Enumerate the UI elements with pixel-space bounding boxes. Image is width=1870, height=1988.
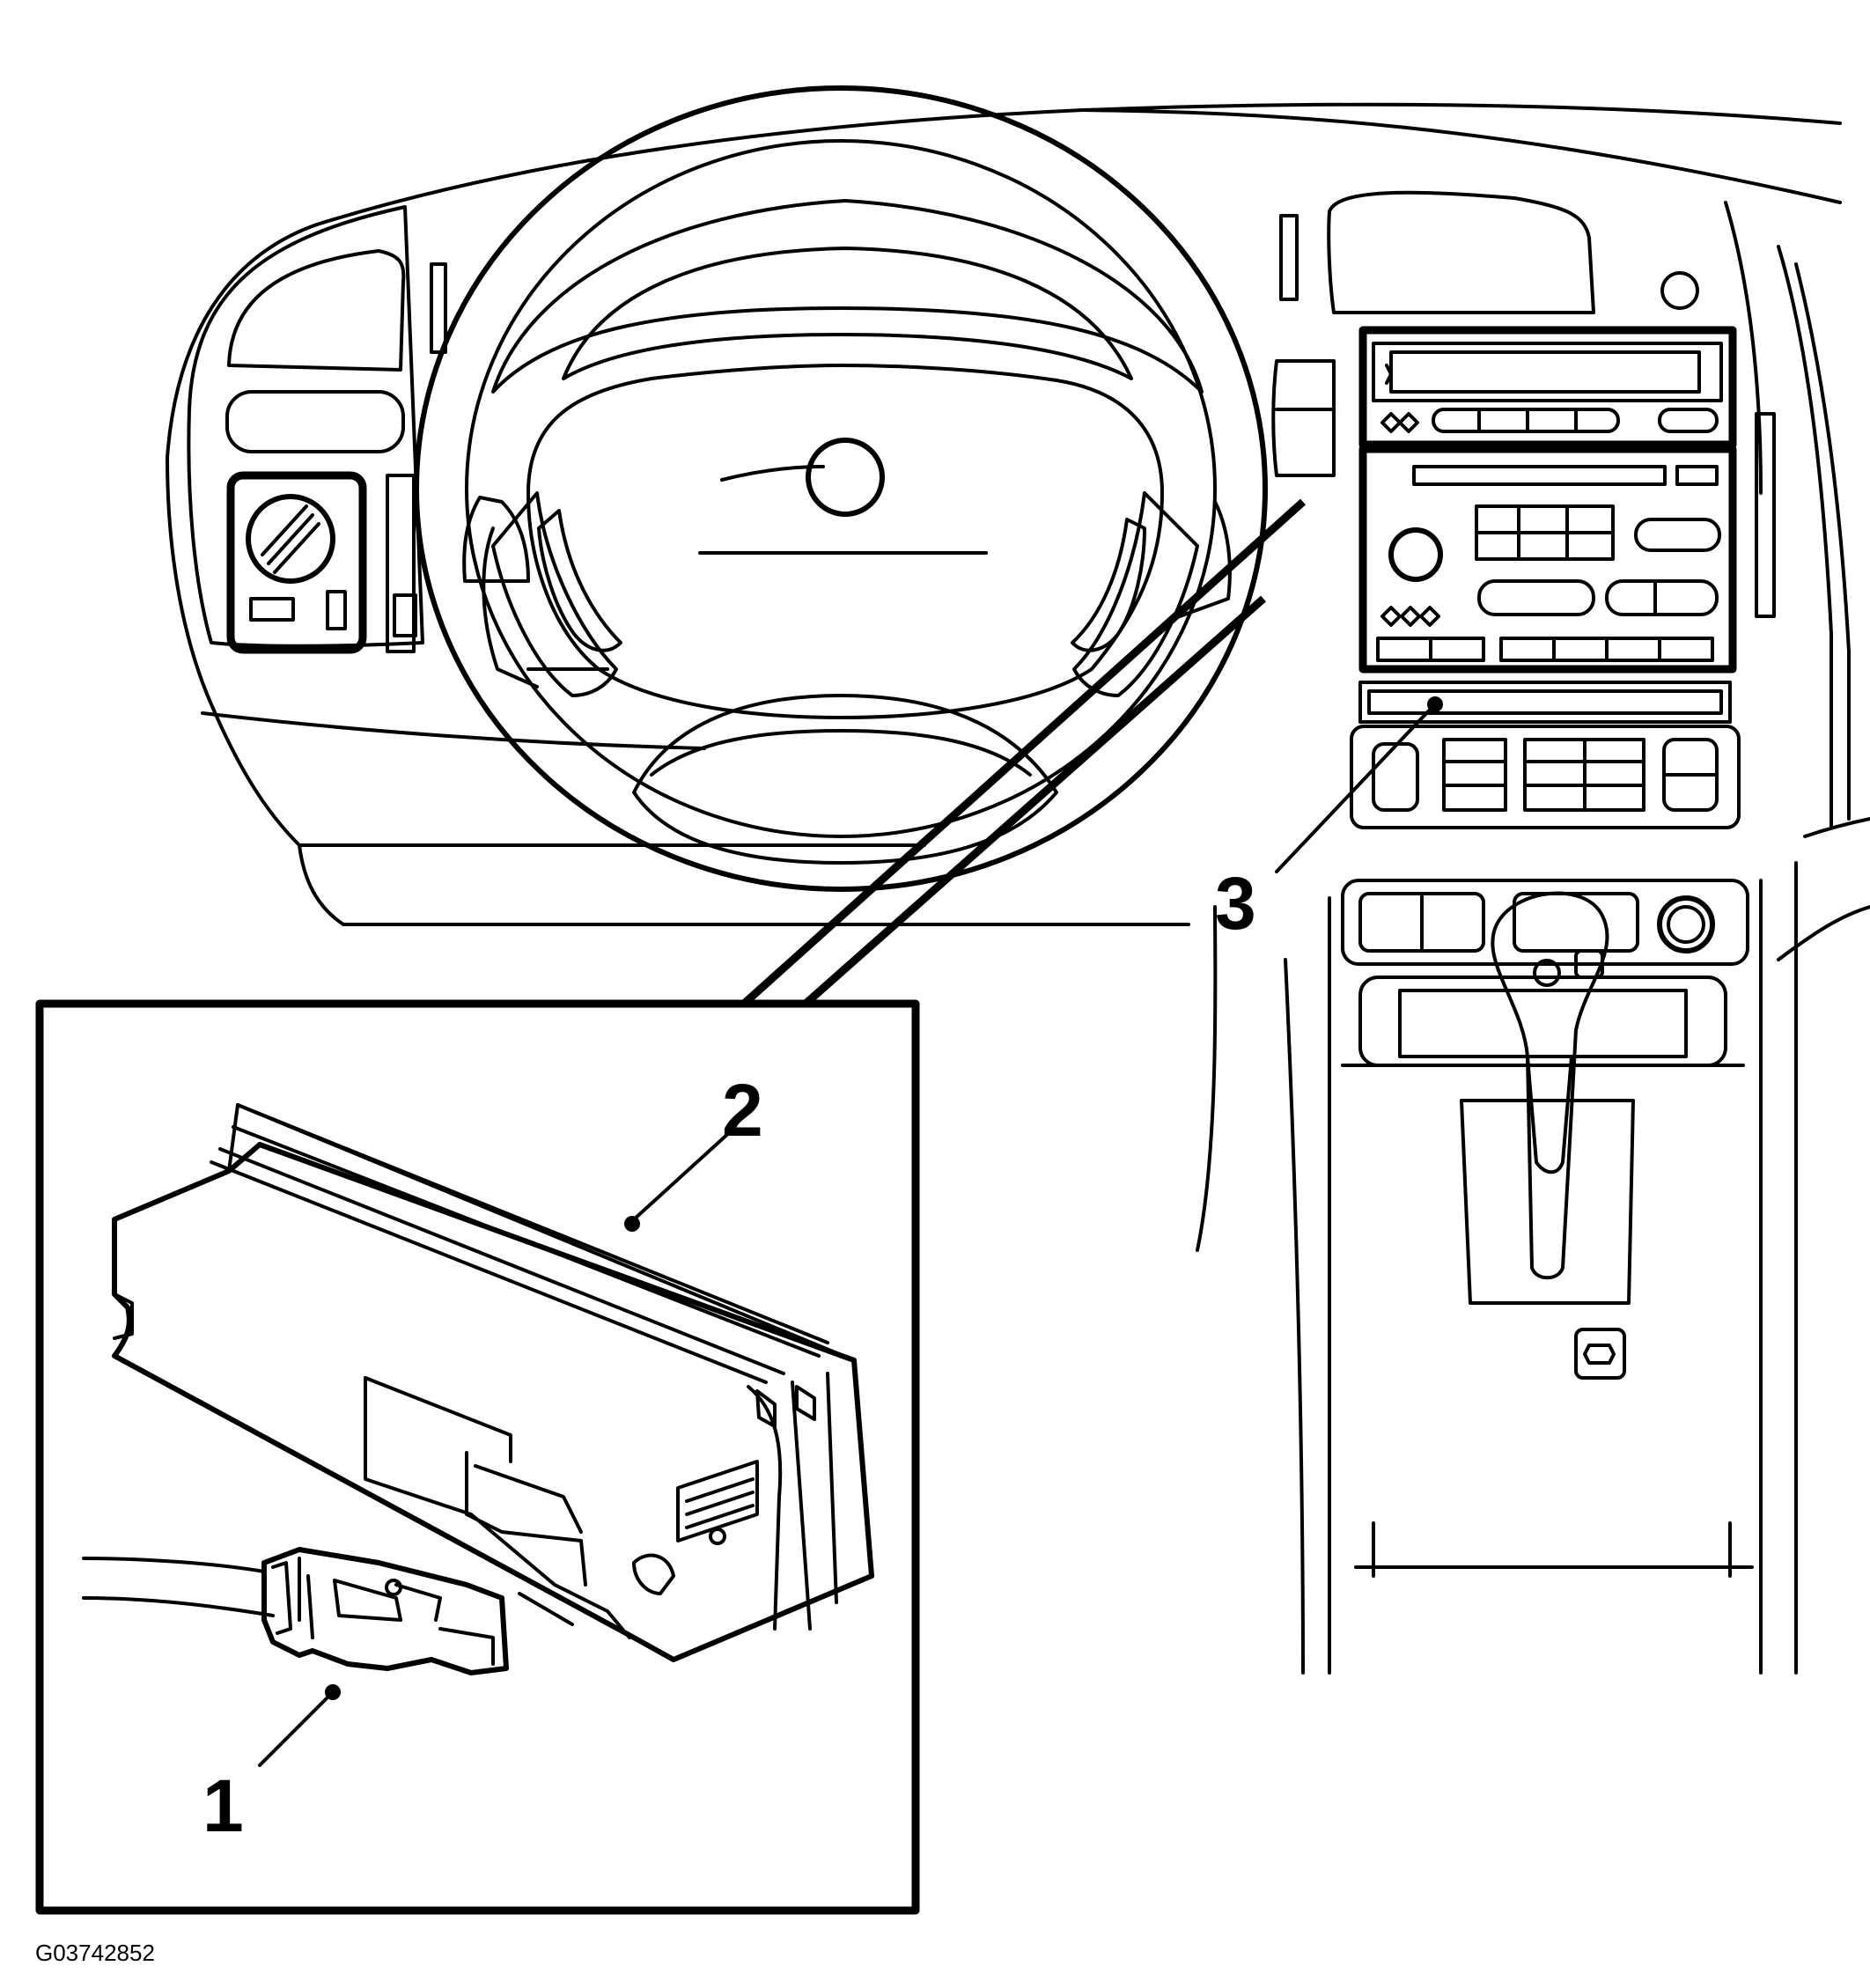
connector-drawing xyxy=(82,1547,509,1675)
inset-pointer xyxy=(740,498,1307,1007)
horn-emblem-icon xyxy=(806,438,885,517)
callout-2-label: 2 xyxy=(722,1069,763,1152)
knob-icon xyxy=(246,494,335,584)
shifter-boot xyxy=(1460,1099,1635,1305)
callout-1-label: 1 xyxy=(202,1764,244,1847)
inset-frame xyxy=(35,999,920,1915)
radio-lower-unit xyxy=(1358,445,1737,674)
callout-leaders xyxy=(258,696,1443,1767)
callout-3-label: 3 xyxy=(1215,862,1256,945)
center-stack xyxy=(1327,190,1776,1578)
dashboard-outline xyxy=(166,102,1870,1675)
radio-upper-unit xyxy=(1358,326,1737,449)
gear-lever xyxy=(1491,891,1609,1280)
volume-knob-icon xyxy=(1388,527,1443,582)
figure-id: G03742852 xyxy=(35,1940,155,1966)
left-switch-panel xyxy=(187,205,447,654)
steering-wheel xyxy=(414,85,1336,892)
module-drawing xyxy=(112,1103,874,1662)
